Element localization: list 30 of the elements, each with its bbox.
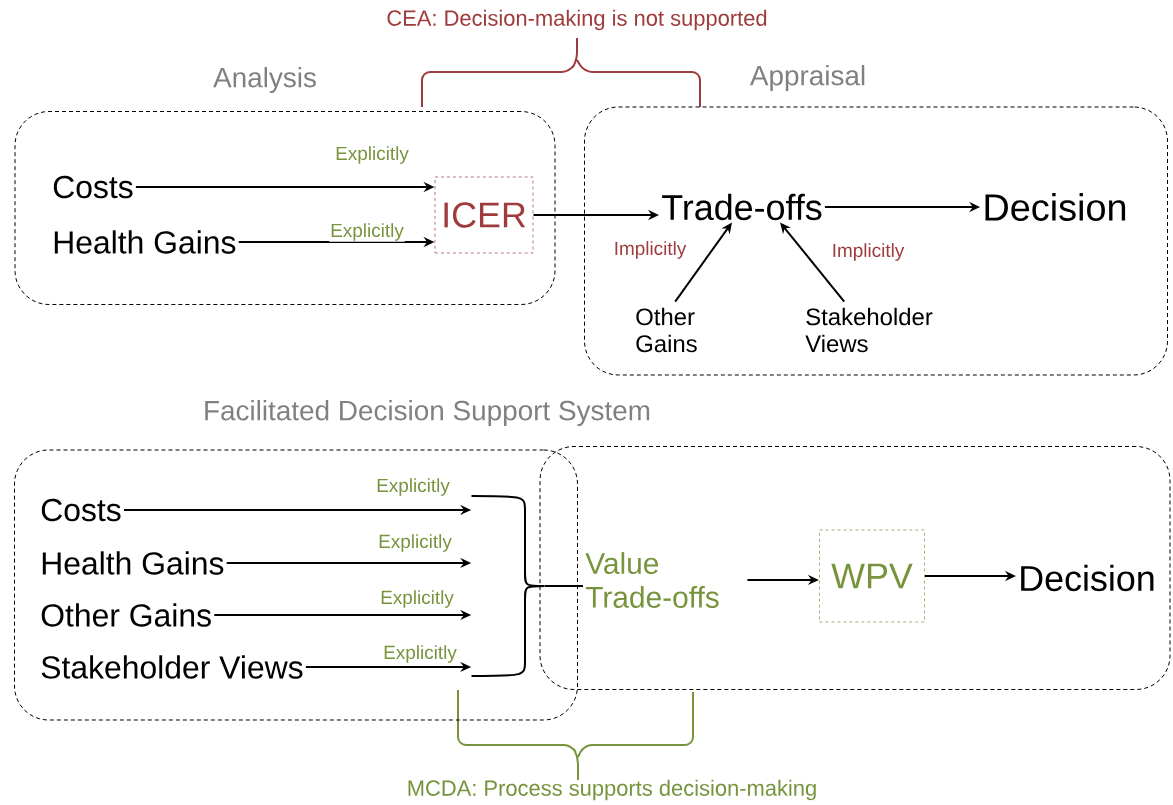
dashed-box: ICER <box>434 176 534 254</box>
node-text: Health Gains <box>42 551 224 575</box>
node-text: Stakeholder Views <box>41 655 303 679</box>
dashed-group-box <box>539 446 1171 690</box>
dashed-box: WPV <box>819 529 925 623</box>
annotation-text: MCDA: Process supports decision-making <box>408 779 816 801</box>
annotation-text: CEA: Decision-making is not supported <box>387 9 767 31</box>
edge-label: Explicitly <box>379 589 455 609</box>
node-text: Stakeholder Views <box>805 307 933 353</box>
group-heading: Analysis <box>213 67 316 93</box>
edge-label: Explicitly <box>329 222 405 242</box>
edge-label: Explicitly <box>334 145 410 165</box>
node-text: Costs <box>53 175 133 199</box>
dashed-group-box <box>14 449 578 721</box>
node-text: Trade-offs <box>662 193 822 221</box>
annotation-text: Facilitated Decision Support System <box>205 400 650 426</box>
group-heading: Appraisal <box>749 65 865 91</box>
node-text: Health Gains <box>54 230 236 254</box>
edge-label: Explicitly <box>382 644 458 664</box>
edge-label: Explicitly <box>377 533 453 553</box>
curly-brace <box>470 495 546 677</box>
node-text: Decision <box>985 193 1126 221</box>
node-text: Other Gains <box>636 307 697 353</box>
edge-label: Implicitly <box>612 240 688 260</box>
node-text: Decision <box>1021 564 1154 592</box>
edge-label: Explicitly <box>375 477 451 497</box>
node-text: Value Trade-offs <box>585 552 719 608</box>
edge-label: Implicitly <box>830 242 906 262</box>
node-text: Other Gains <box>41 603 211 627</box>
node-text: Costs <box>41 498 121 522</box>
